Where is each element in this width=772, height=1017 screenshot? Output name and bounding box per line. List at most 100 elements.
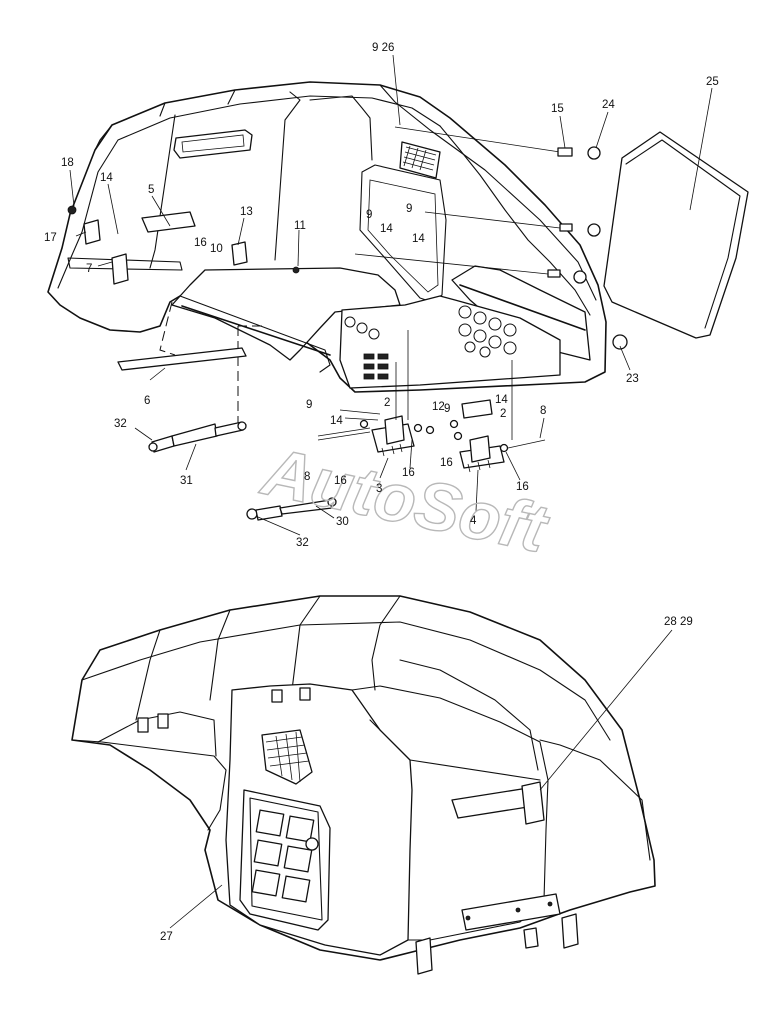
canopy-seam-3: [291, 595, 321, 691]
hinge-bracket-left-2: [157, 713, 169, 729]
callout-16: 16: [334, 475, 347, 487]
callout-7: 7: [86, 263, 92, 275]
callout-9: 9: [306, 399, 312, 411]
rear-access-door: [239, 789, 331, 931]
callout-14: 14: [380, 223, 393, 235]
canopy-seam-4: [371, 595, 401, 691]
callout-25: 25: [706, 76, 719, 88]
side-panel-25: [603, 131, 749, 339]
callout-9: 9: [366, 209, 372, 221]
callout-9-26: 9 26: [372, 42, 394, 54]
callout-30: 30: [336, 516, 349, 528]
fastener-group-15-24: [354, 126, 628, 350]
side-panel-25-edge: [625, 139, 741, 329]
callout-14: 14: [495, 394, 508, 406]
hinge-strip-28-29: [521, 781, 545, 825]
leader-28-29: [539, 629, 673, 791]
callout-28-29: 28 29: [664, 616, 693, 628]
hinge-bracket-left-1: [137, 717, 149, 733]
callout-8: 8: [304, 471, 310, 483]
gas-spring-30: [246, 497, 337, 521]
hood-handle-recess: [173, 129, 253, 159]
callout-16: 16: [402, 467, 415, 479]
callout-12: 12: [432, 401, 445, 413]
callout-9: 9: [406, 203, 412, 215]
callout-2: 2: [500, 408, 506, 420]
callout-9: 9: [444, 403, 450, 415]
body-side-highlight: [369, 719, 541, 781]
stud-18: [67, 205, 77, 215]
canopy-crest: [81, 621, 611, 741]
hood-shell: [47, 81, 607, 393]
hood-top-ridge: [379, 84, 597, 301]
inner-right-frame: [399, 659, 539, 771]
callout-14: 14: [330, 415, 343, 427]
rear-bulkhead: [339, 295, 561, 389]
left-inner-panel: [67, 257, 183, 271]
hood-inner-rim: [57, 95, 441, 289]
hood-panel-seam-3: [309, 95, 373, 161]
callout-27: 27: [160, 931, 173, 943]
callout-23: 23: [626, 373, 639, 385]
callout-8: 8: [540, 405, 546, 417]
side-handle-recess: [451, 787, 535, 819]
foot-right: [561, 913, 579, 949]
lower-assembled-view: 28 29 27: [71, 595, 693, 975]
left-grab-handle: [141, 211, 196, 233]
rear-vent-grille: [261, 729, 313, 785]
callout-24: 24: [602, 99, 615, 111]
hinge-bracket-top-2: [299, 687, 311, 701]
callout-10: 10: [210, 243, 223, 255]
hood-crest-left: [94, 89, 236, 151]
side-window-inner: [367, 179, 439, 293]
trim-strip-6: [117, 347, 247, 371]
callout-31: 31: [180, 475, 193, 487]
canopy-rim: [71, 739, 651, 861]
inner-left-frame: [97, 711, 217, 757]
callout-4: 4: [470, 515, 477, 527]
gas-spring-31: [148, 421, 247, 453]
callout-6: 6: [144, 395, 150, 407]
left-fender-lip: [179, 295, 331, 373]
callout-2: 2: [384, 397, 390, 409]
hinge-bracket-top-1: [271, 689, 283, 703]
leader-27: [169, 884, 223, 929]
latch-bracket-7: [111, 253, 129, 285]
callout-13: 13: [240, 206, 253, 218]
callout-17: 17: [44, 232, 57, 244]
latch-bracket-13: [231, 241, 248, 266]
stud-11: [292, 266, 300, 274]
canopy-outer: [71, 595, 656, 961]
canopy-seam-1: [135, 629, 161, 721]
callout-14: 14: [100, 172, 113, 184]
callout-5: 5: [148, 184, 154, 196]
callout-3: 3: [376, 483, 382, 495]
upper-exploded-view: AutoSoft 9 26 15 24 25 18 14 5 13 11 9 1…: [44, 42, 749, 568]
right-fender-rail: [459, 284, 586, 331]
foot-left: [415, 937, 433, 975]
callout-18: 18: [61, 157, 74, 169]
hinge-17: [83, 219, 101, 245]
callout-16: 16: [194, 237, 207, 249]
callout-32: 32: [114, 418, 127, 430]
hood-panel-seam-2: [274, 91, 301, 261]
callout-11: 11: [294, 220, 306, 232]
side-vent-grille: [399, 141, 441, 179]
callout-16: 16: [440, 457, 453, 469]
canopy-seam-2: [209, 609, 231, 701]
hood-handle-inner: [181, 134, 245, 153]
left-fender-rail: [181, 305, 331, 356]
hood-panel-seam-1: [149, 114, 176, 269]
bracket-4-assembly: [449, 360, 546, 473]
bracket-3-assembly: [317, 330, 435, 457]
callout-32: 32: [296, 537, 309, 549]
callout-15: 15: [551, 103, 564, 115]
foot-mid: [523, 927, 539, 949]
callout-16: 16: [516, 481, 529, 493]
hood-right-side: [439, 125, 591, 316]
rear-plate: [461, 893, 561, 931]
upper-leader-lines: [69, 54, 713, 536]
dashed-lift-guide: [159, 301, 176, 356]
callout-14: 14: [412, 233, 425, 245]
